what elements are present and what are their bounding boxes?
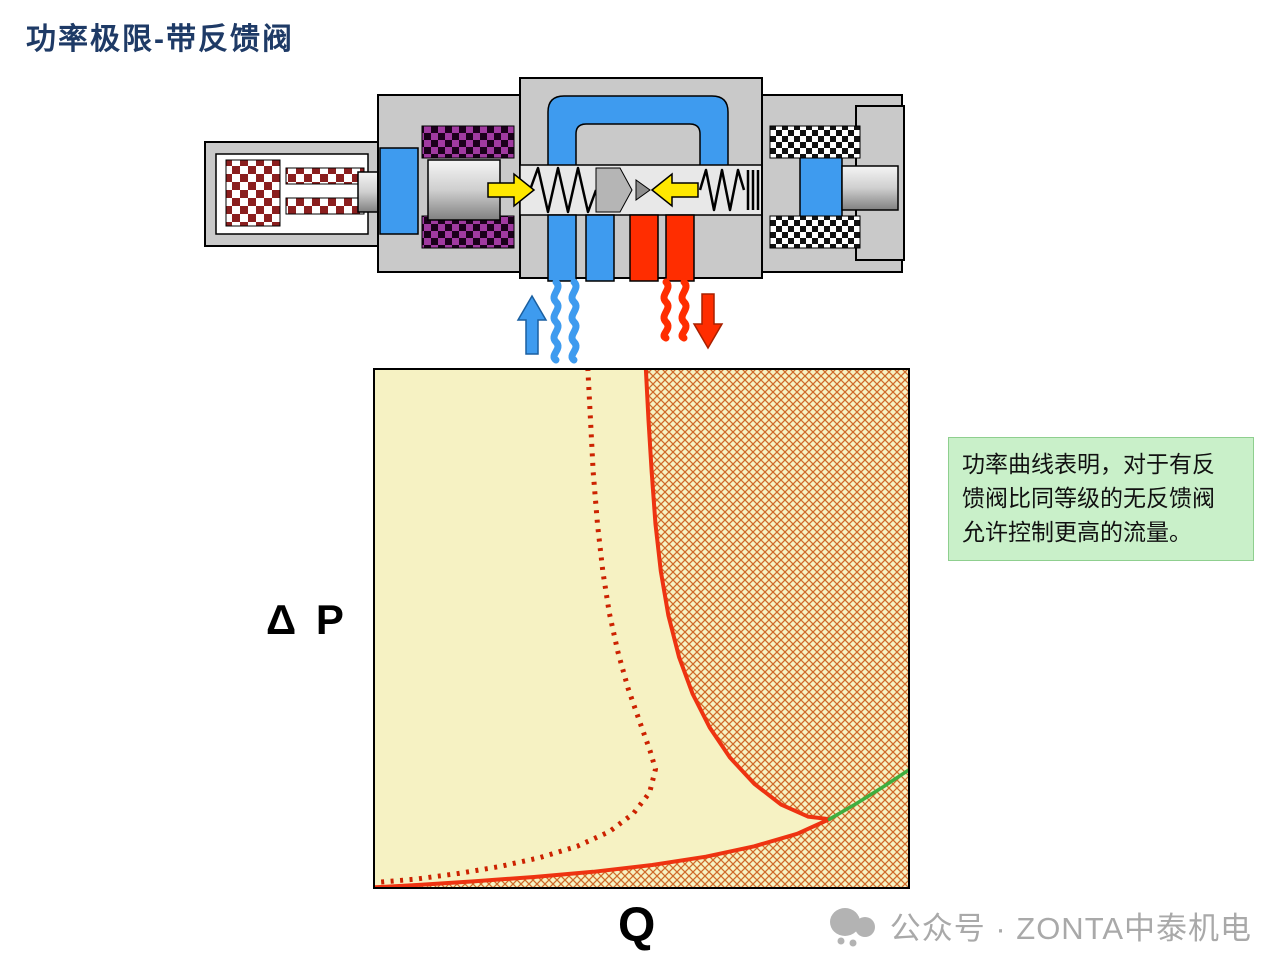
port-a-channel-2 xyxy=(585,214,615,282)
annotation-line: 允许控制更高的流量。 xyxy=(962,520,1192,545)
outflow-stream xyxy=(660,278,690,342)
extended-flow-segment xyxy=(827,767,910,821)
port-a-channel-1 xyxy=(547,214,577,282)
spring-right-icon xyxy=(698,168,746,212)
spool-stem xyxy=(746,170,760,210)
chart-border xyxy=(373,368,910,889)
spool-land xyxy=(595,167,633,213)
solenoid-coil-left-bottom xyxy=(421,215,515,249)
annotation-box: 功率曲线表明，对于有反 馈阀比同等级的无反馈阀 允许控制更高的流量。 xyxy=(948,437,1254,561)
official-account-logo-icon xyxy=(829,907,875,946)
y-axis-label: Δ P xyxy=(266,596,348,643)
port-b-channel-1 xyxy=(629,214,659,282)
armature-winding-top xyxy=(285,167,365,185)
solenoid-coil-right-top xyxy=(769,125,861,159)
with-feedback-curve xyxy=(373,368,832,889)
spring-left-icon xyxy=(528,166,598,214)
spool-end-right xyxy=(841,165,899,211)
solenoid-coil-right-bottom xyxy=(769,215,861,249)
x-axis-label: Q xyxy=(618,899,656,952)
without-feedback-curve xyxy=(373,368,658,886)
annotation-line: 馈阀比同等级的无反馈阀 xyxy=(962,486,1215,511)
armature-core xyxy=(225,159,281,227)
armature-winding-bottom xyxy=(285,197,365,215)
port-b-channel-2 xyxy=(665,214,695,282)
spool-notch xyxy=(635,179,651,201)
saturation-region-hatch xyxy=(373,368,910,889)
force-arrow-right-icon xyxy=(487,172,536,208)
watermark-text: 公众号 · ZONTA中泰机电 xyxy=(889,911,1252,946)
solenoid-coil-left-top xyxy=(421,125,515,159)
page-title: 功率极限-带反馈阀 xyxy=(26,23,294,56)
annotation-line: 功率曲线表明，对于有反 xyxy=(962,452,1215,477)
pq-chart xyxy=(373,368,910,889)
flow-in-arrow-icon xyxy=(516,294,548,355)
flow-out-arrow-icon xyxy=(692,293,724,350)
inflow-stream xyxy=(550,278,580,364)
watermark: 公众号 · ZONTA中泰机电 xyxy=(828,903,1252,948)
force-arrow-left-icon xyxy=(650,172,699,208)
valve-cross-section xyxy=(204,77,905,364)
port-channel-left xyxy=(379,147,419,235)
